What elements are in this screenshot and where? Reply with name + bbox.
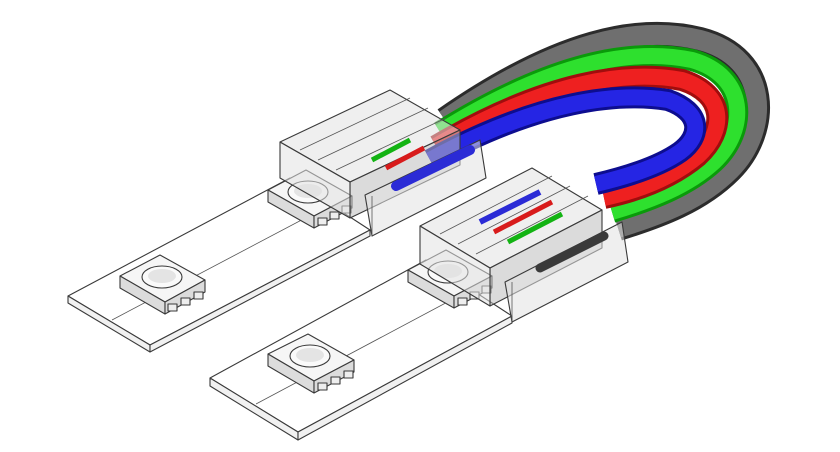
connector-clip-icon [279, 89, 487, 237]
led-chip-icon [119, 254, 206, 315]
led-strip-left [67, 89, 487, 353]
connector-clip-icon [419, 167, 629, 323]
led-strip-right [209, 167, 629, 441]
ribbon-cable [424, 21, 770, 241]
led-chip-icon [267, 333, 355, 394]
